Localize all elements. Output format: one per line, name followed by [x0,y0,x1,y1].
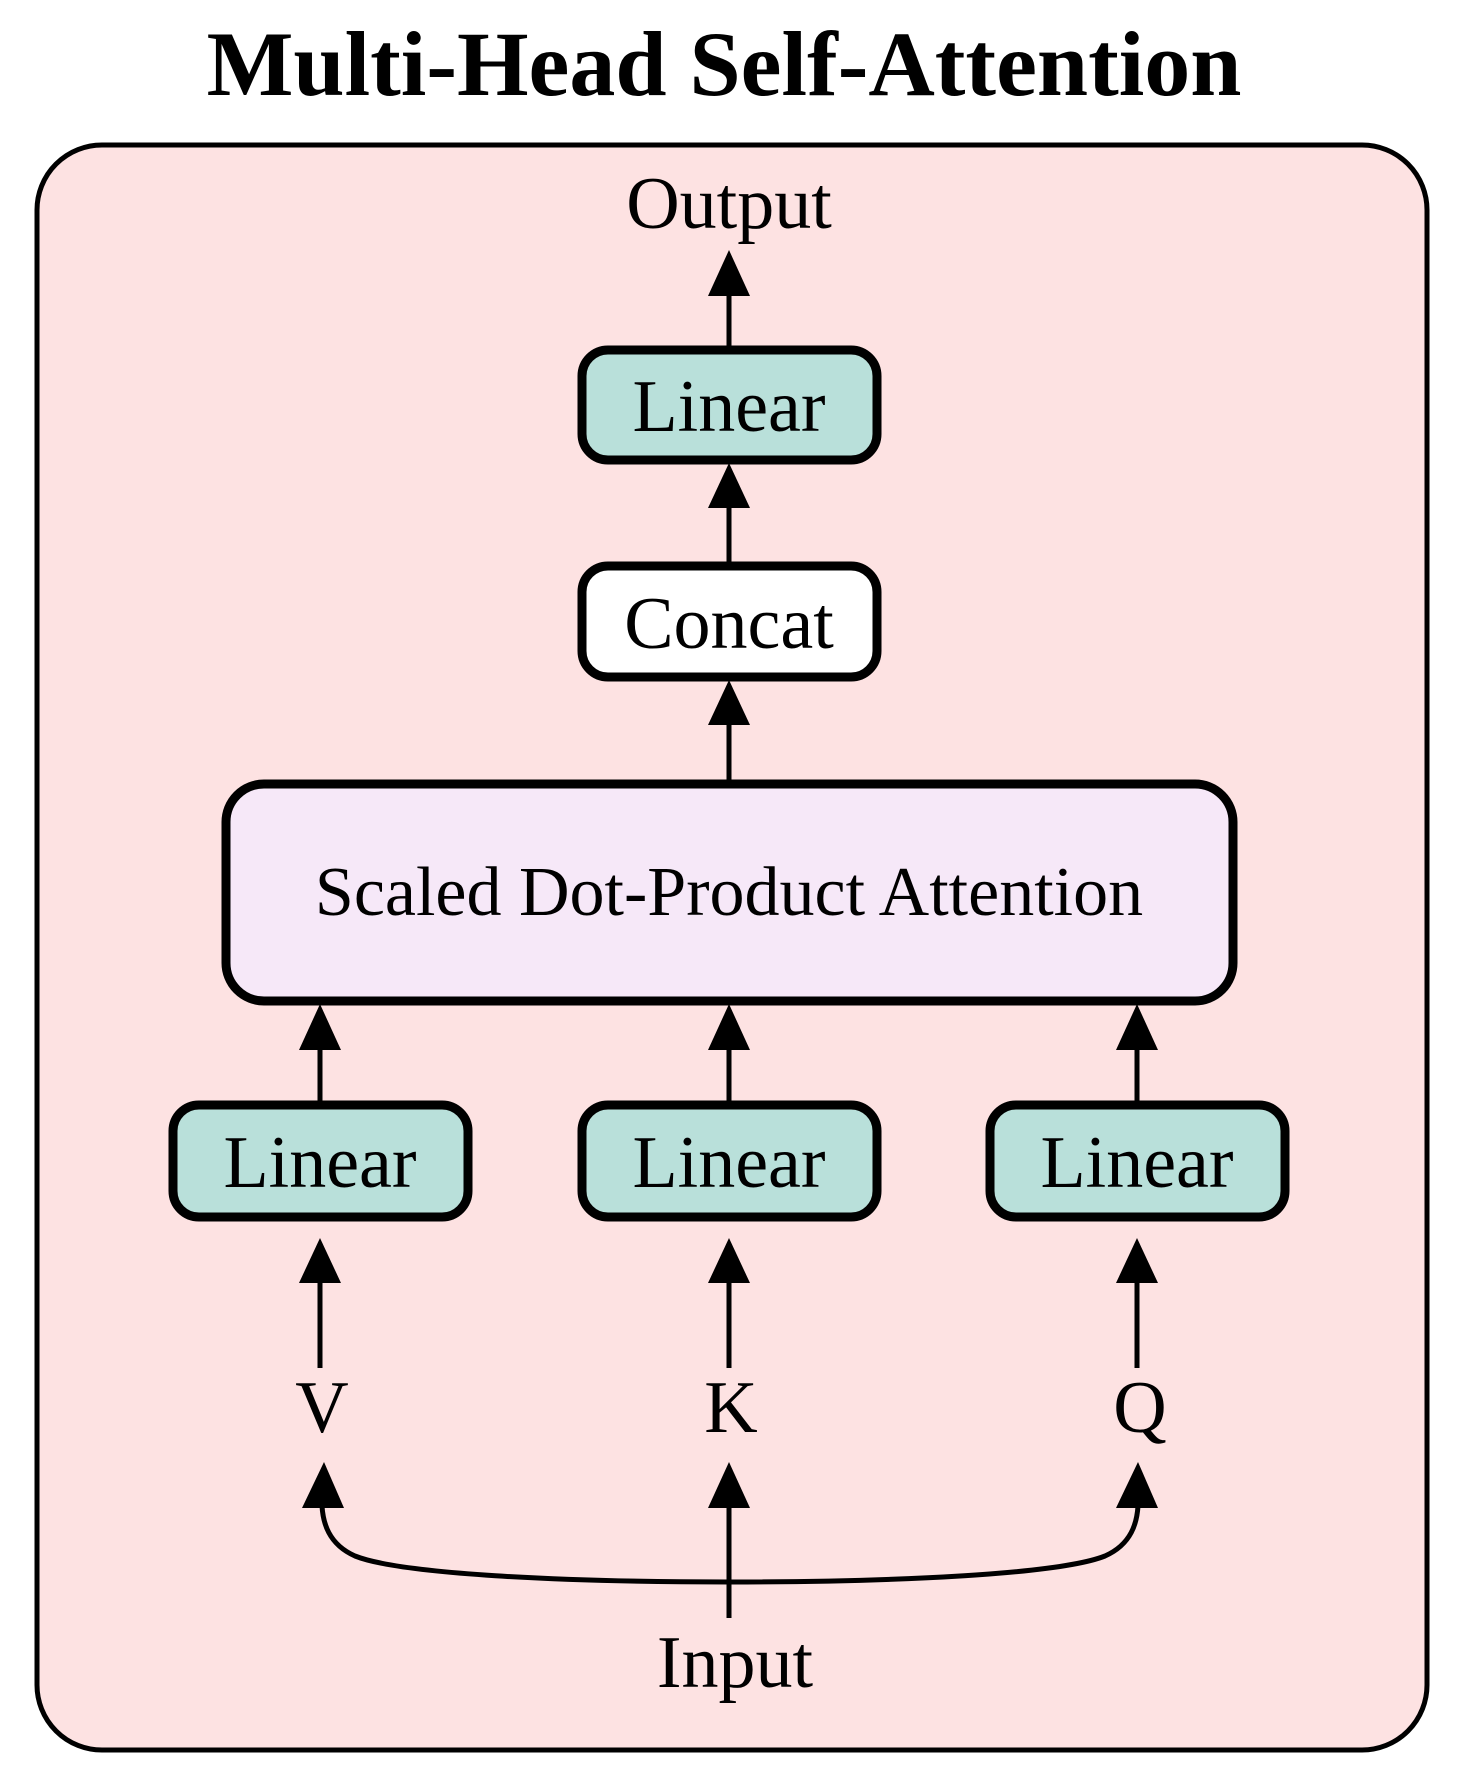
concat-label: Concat [624,583,834,665]
edge-linear-v-to-attention [299,1004,341,1102]
edge-input-to-k [708,1462,750,1618]
linear-q-block: Linear [985,1100,1290,1222]
edge-input-to-q [728,1462,1158,1585]
edge-linear-q-to-attention [1116,1004,1158,1102]
v-label: V [295,1367,348,1449]
diagram-title: Multi-Head Self-Attention [207,13,1242,115]
k-label: K [704,1367,757,1449]
linear-v-label: Linear [223,1122,416,1204]
output-linear-label: Linear [632,366,825,448]
edge-k-to-linear-k [708,1238,750,1368]
edge-concat-to-output-linear [708,463,750,563]
linear-q-label: Linear [1040,1122,1233,1204]
linear-v-block: Linear [168,1100,473,1222]
concat-block: Concat [577,561,882,682]
output-linear-block: Linear [577,345,882,465]
edge-linear-k-to-attention [708,1004,750,1102]
input-label: Input [657,1622,814,1704]
edge-v-to-linear-v [299,1238,341,1368]
edge-q-to-linear-q [1116,1238,1158,1368]
edge-attention-to-concat [708,680,750,781]
scaled-dot-product-attention-label: Scaled Dot-Product Attention [315,854,1143,931]
linear-k-label: Linear [632,1122,825,1204]
edge-output-linear-to-output [708,250,750,348]
edge-input-to-v [302,1462,730,1585]
scaled-dot-product-attention-block: Scaled Dot-Product Attention [221,779,1238,1006]
linear-k-block: Linear [577,1100,882,1222]
output-label: Output [626,163,832,245]
q-label: Q [1113,1367,1166,1449]
